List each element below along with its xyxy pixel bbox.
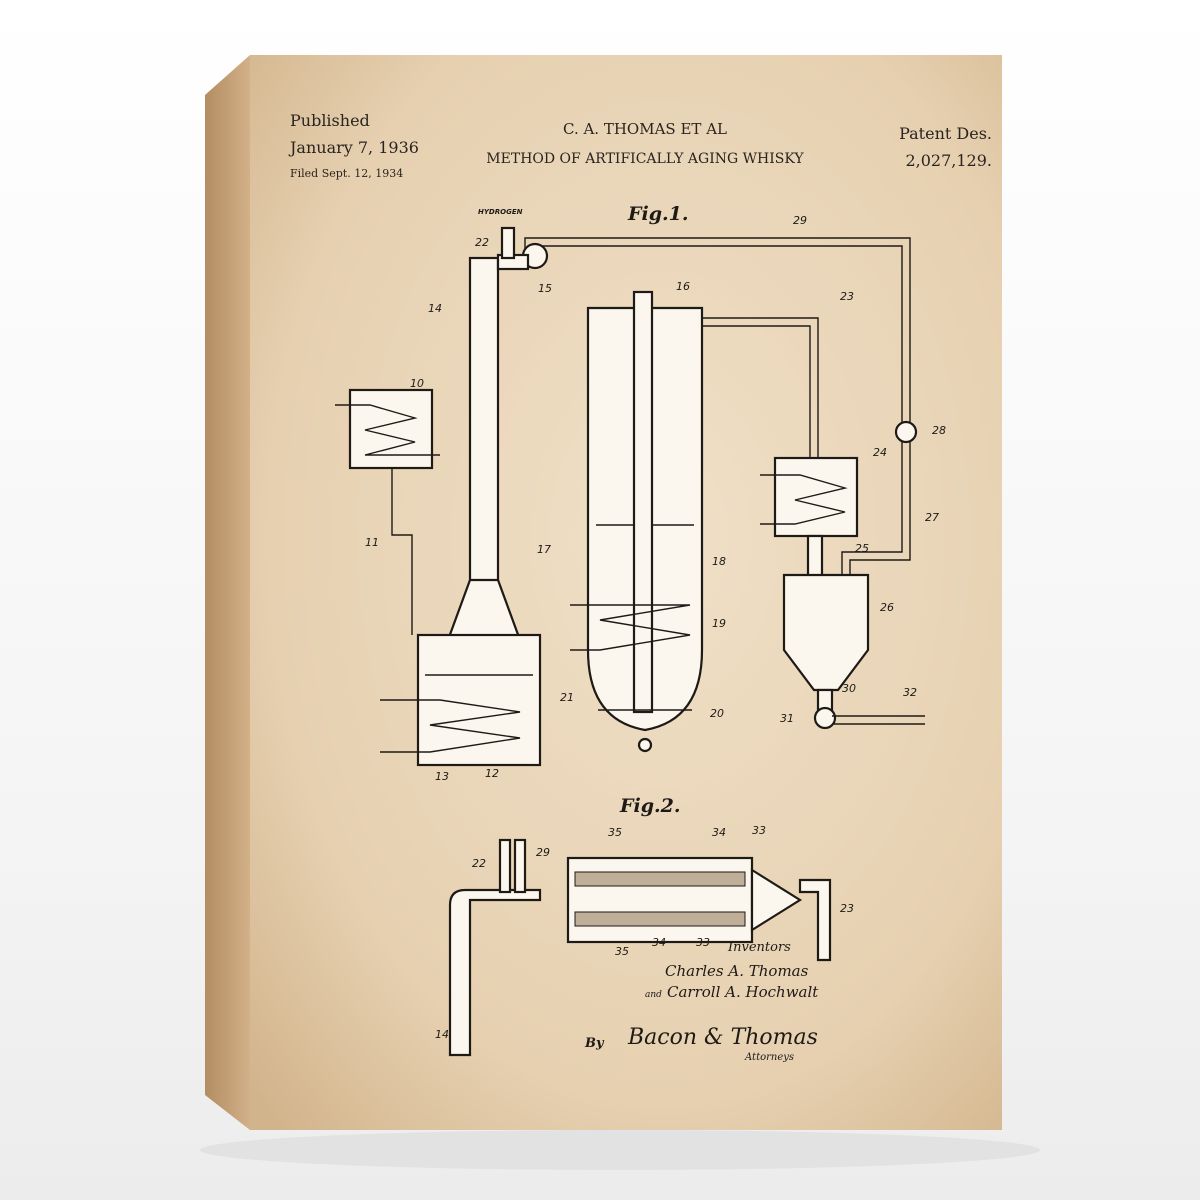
ref-number: 16 bbox=[676, 280, 690, 293]
attorneys-label: Attorneys bbox=[745, 1052, 795, 1063]
ref-number: 22 bbox=[475, 236, 489, 249]
published-date: January 7, 1936 bbox=[290, 138, 419, 157]
ref-number: 25 bbox=[855, 542, 869, 555]
ref-number: 29 bbox=[793, 214, 807, 227]
ref-number: 33 bbox=[696, 936, 710, 949]
ref-number: 21 bbox=[560, 691, 574, 704]
patent-title: METHOD OF ARTIFICALLY AGING WHISKY bbox=[486, 151, 804, 167]
ref-number: 20 bbox=[710, 707, 724, 720]
ref-number: 12 bbox=[485, 767, 499, 780]
fig1-label: Fig.1. bbox=[627, 203, 688, 225]
inventor-short: C. A. THOMAS ET AL bbox=[563, 120, 727, 138]
fig2-label: Fig.2. bbox=[619, 795, 680, 817]
patent-label: Patent Des. bbox=[899, 124, 992, 143]
ref-number: 22 bbox=[472, 857, 486, 870]
ref-number: 18 bbox=[712, 555, 726, 568]
ref-number: 28 bbox=[932, 424, 946, 437]
attorney-signature: Bacon & Thomas bbox=[628, 1025, 818, 1050]
ref-number: 17 bbox=[537, 543, 551, 556]
ref-number: 29 bbox=[536, 846, 550, 859]
ref-number: 35 bbox=[608, 826, 622, 839]
inventor-name-1: Charles A. Thomas bbox=[665, 962, 809, 980]
ref-number: 19 bbox=[712, 617, 726, 630]
shadow bbox=[200, 1130, 1040, 1170]
patent-number: 2,027,129. bbox=[905, 151, 992, 170]
ref-number: 34 bbox=[652, 936, 666, 949]
published-label: Published bbox=[290, 111, 370, 130]
ref-number: 13 bbox=[435, 770, 449, 783]
ref-number: 11 bbox=[365, 536, 379, 549]
filed-date: Filed Sept. 12, 1934 bbox=[290, 167, 404, 180]
inventor-and: and bbox=[645, 990, 662, 1000]
ref-number: 24 bbox=[873, 446, 887, 459]
fig2-diagram bbox=[448, 838, 832, 1057]
ref-number: 14 bbox=[435, 1028, 449, 1041]
ref-number: 15 bbox=[538, 282, 552, 295]
fig1-reference-numbers: 22 14 15 16 29 23 10 11 17 18 19 21 20 1… bbox=[365, 214, 946, 783]
ref-number: 30 bbox=[842, 682, 856, 695]
ref-number: 26 bbox=[880, 601, 894, 614]
canvas-side-edge bbox=[205, 55, 250, 1130]
hydrogen-label: HYDROGEN bbox=[478, 208, 523, 216]
ref-number: 27 bbox=[925, 511, 939, 524]
ref-number: 10 bbox=[410, 377, 424, 390]
ref-number: 34 bbox=[712, 826, 726, 839]
ref-number: 14 bbox=[428, 302, 442, 315]
ref-number: 32 bbox=[903, 686, 917, 699]
ref-number: 33 bbox=[752, 824, 766, 837]
fig2-reference-numbers: 22 29 35 34 33 35 34 33 23 14 bbox=[435, 824, 854, 1041]
ref-number: 31 bbox=[780, 712, 794, 725]
ref-number: 23 bbox=[840, 290, 854, 303]
inventor-name-2: Carroll A. Hochwalt bbox=[667, 983, 819, 1001]
inventors-heading: Inventors bbox=[728, 940, 791, 955]
ref-number: 35 bbox=[615, 945, 629, 958]
fig1-diagram bbox=[335, 226, 925, 767]
by-label: By bbox=[585, 1036, 604, 1051]
ref-number: 23 bbox=[840, 902, 854, 915]
